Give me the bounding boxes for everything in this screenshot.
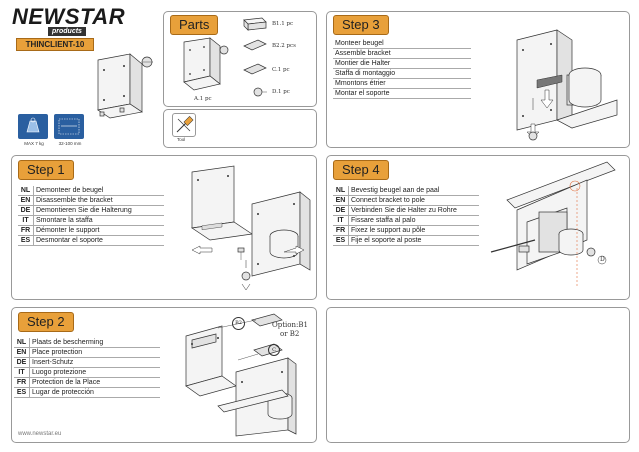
pole-size-label: 32-100 mm xyxy=(58,141,82,146)
part-a-label: A.1 pc xyxy=(194,96,212,102)
step4-illustration xyxy=(490,161,616,288)
pole-size-badge xyxy=(54,114,84,139)
part-b1-label: B1.1 pc xyxy=(272,21,294,27)
part-b2-drawing xyxy=(243,39,267,51)
parts-panel: Parts A.1 pc B1.1 pc B2.2 pcs C.1 pc D.1… xyxy=(163,11,317,107)
brand-logo: NEWSTAR xyxy=(12,4,126,29)
callout-d: D xyxy=(600,256,605,263)
callout-b2: B2 xyxy=(232,317,245,330)
step3-title: Step 3 xyxy=(333,15,389,35)
list-item: Assemble bracket xyxy=(333,48,471,59)
brand-area: NEWSTAR products THINCLIENT-10 MAX 7 kg … xyxy=(8,6,158,146)
model-tag: THINCLIENT-10 xyxy=(16,38,94,51)
step2-title: Step 2 xyxy=(18,312,74,332)
product-illustration xyxy=(97,53,153,119)
part-c-label: C.1 pc xyxy=(272,67,290,73)
brand-sub: products xyxy=(48,27,86,36)
option-line-1: Option:B1 xyxy=(272,321,308,329)
part-d-drawing xyxy=(253,87,267,97)
part-a-drawing xyxy=(183,37,229,91)
list-item: Monteer beugel xyxy=(333,39,471,49)
step1-illustration xyxy=(191,165,311,291)
screwdriver-icon xyxy=(176,116,194,133)
list-item: Montar el soporte xyxy=(333,88,471,99)
step1-title: Step 1 xyxy=(18,160,74,180)
max-weight-badge xyxy=(18,114,48,139)
pole-size-icon xyxy=(58,118,80,135)
part-b1-drawing xyxy=(243,17,267,31)
tool-label: Tool xyxy=(177,137,186,142)
callout-c: C xyxy=(268,344,280,356)
part-c-drawing xyxy=(243,63,267,75)
tool-panel: Tool xyxy=(163,109,317,148)
step3-table: Monteer beugel Assemble bracket Montier … xyxy=(333,39,471,99)
weight-icon xyxy=(26,117,40,133)
part-d-label: D.1 pc xyxy=(272,89,290,95)
footer-url: www.newstar.eu xyxy=(18,431,62,437)
step3-panel: Step 3 Monteer beugel Assemble bracket M… xyxy=(326,11,630,148)
step4-title: Step 4 xyxy=(333,160,389,180)
list-item: Mmontons étrier xyxy=(333,78,471,89)
option-line-2: or B2 xyxy=(280,330,300,338)
list-item: Staffa di montaggio xyxy=(333,68,471,79)
step3-illustration xyxy=(516,29,618,141)
blank-panel xyxy=(326,307,630,443)
parts-title: Parts xyxy=(170,15,219,35)
part-b2-label: B2.2 pcs xyxy=(272,43,296,49)
list-item: Montier die Halter xyxy=(333,58,471,69)
tool-icon-box xyxy=(172,113,196,137)
max-weight-label: MAX 7 kg xyxy=(24,141,44,146)
